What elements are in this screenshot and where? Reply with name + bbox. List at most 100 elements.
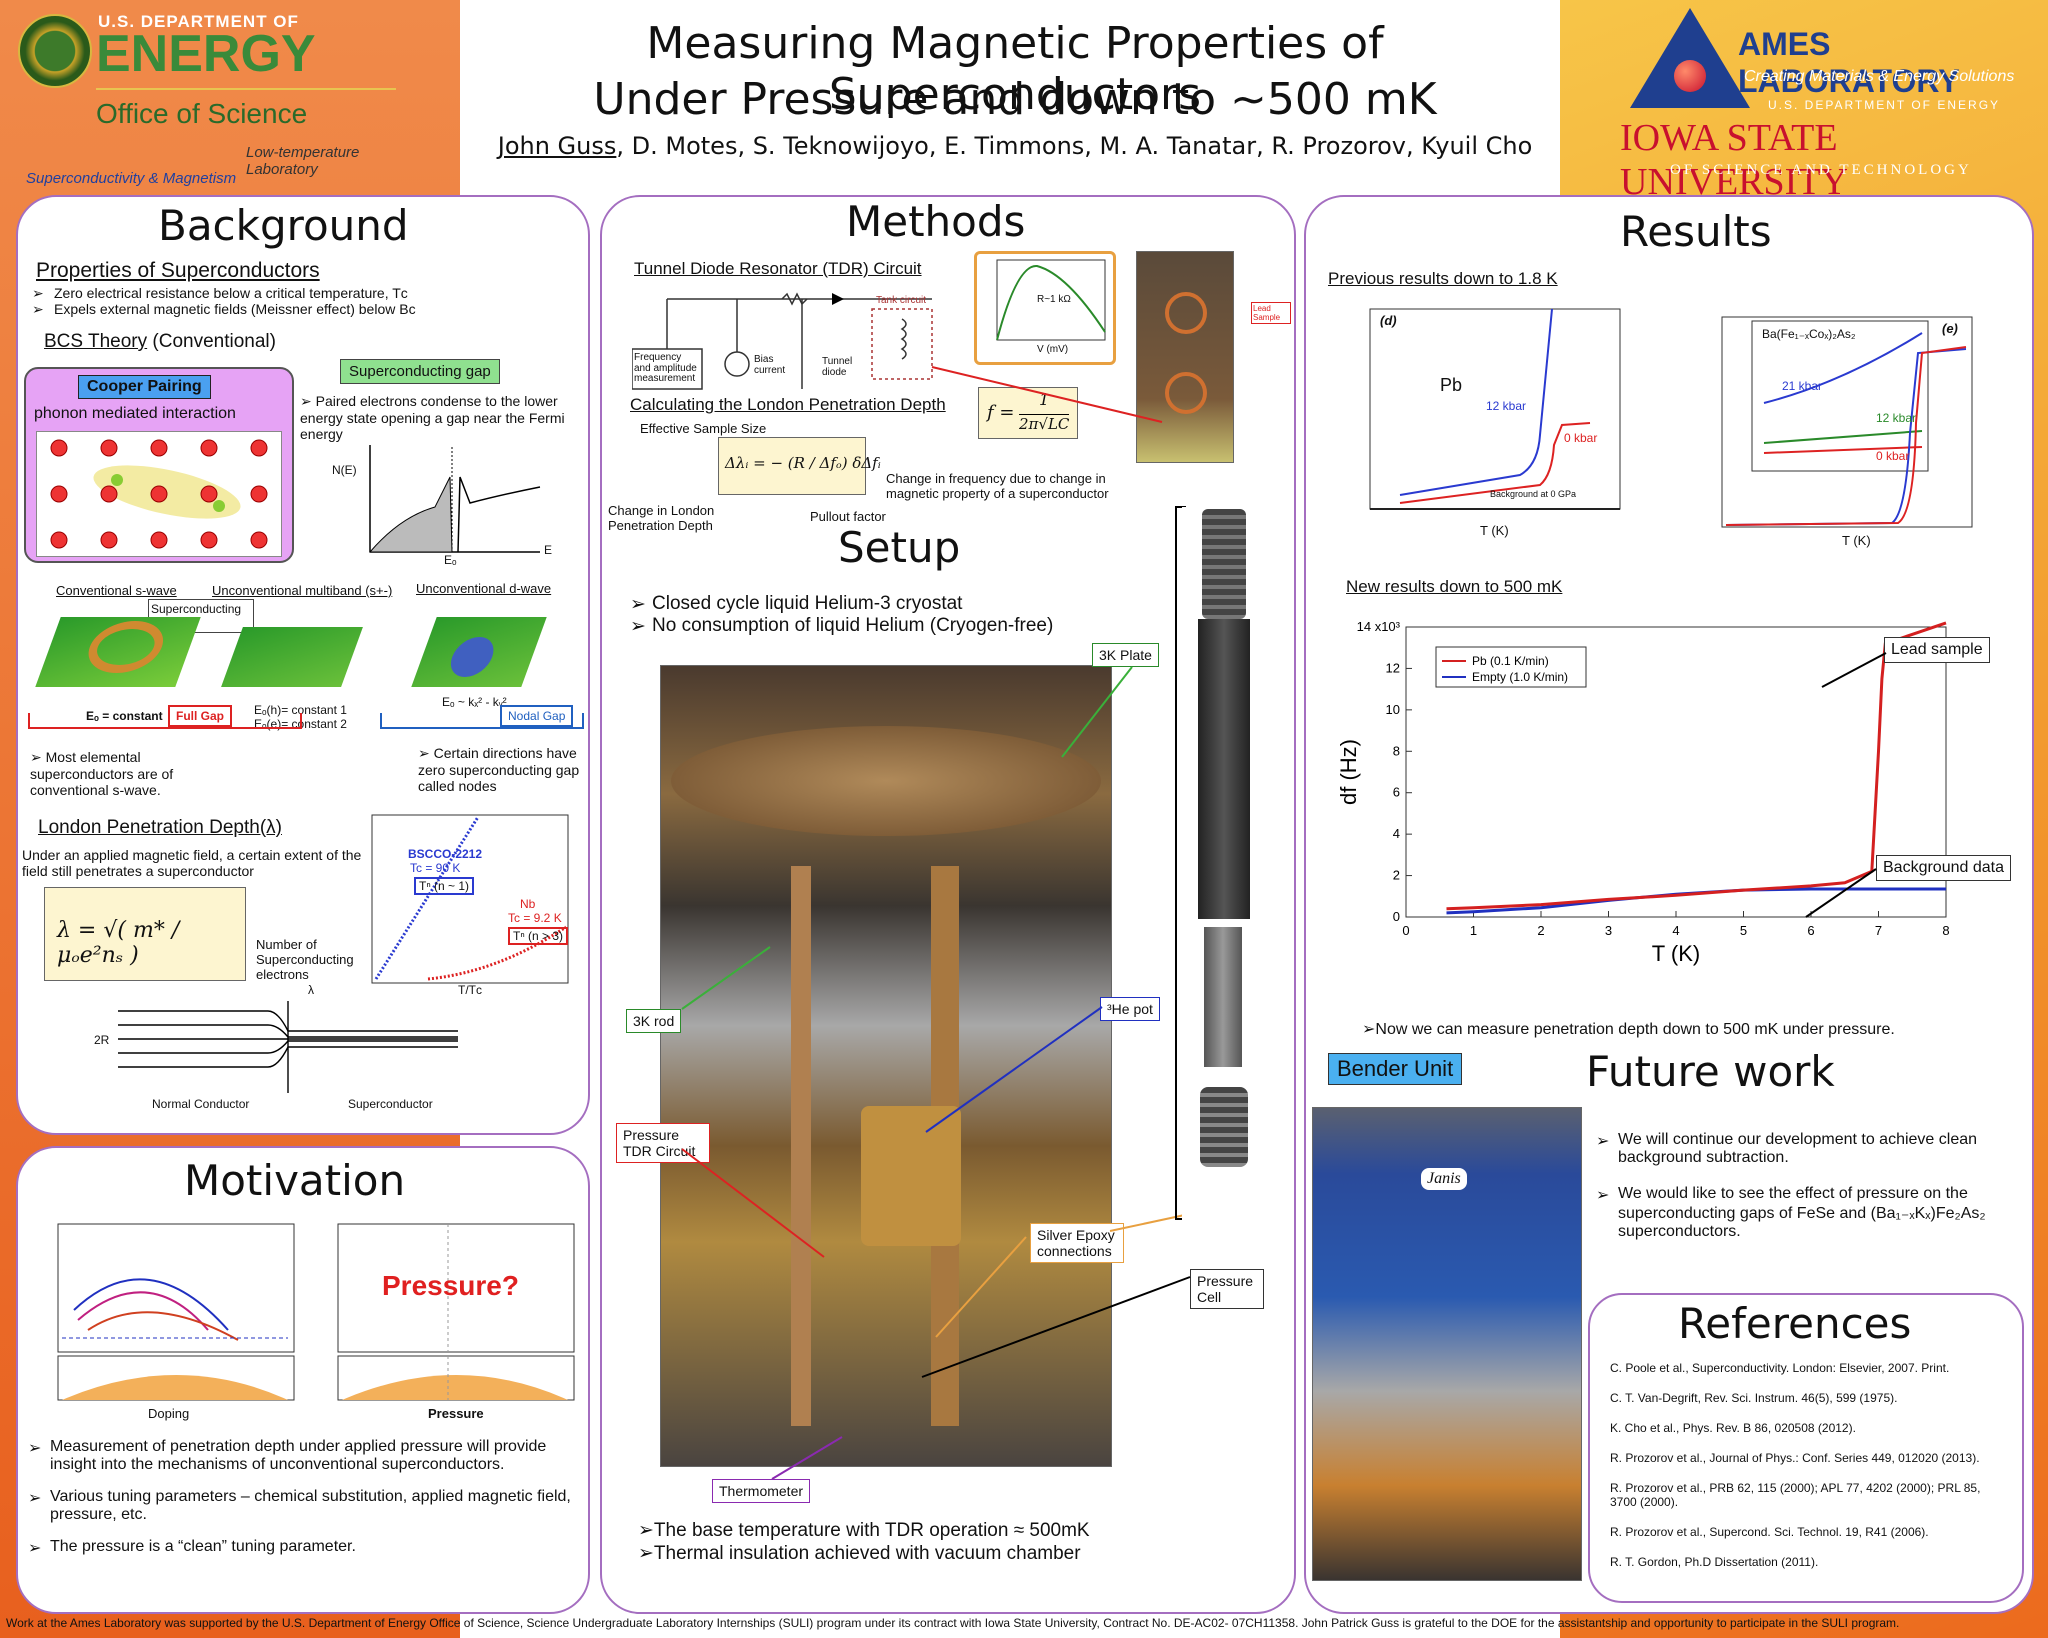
arrow-bullet-icon: ➢: [638, 1520, 654, 1541]
authors-rest: , D. Motes, S. Teknowijoyo, E. Timmons, …: [616, 132, 1533, 160]
pressure-plot: Pressure? Pressure: [318, 1220, 578, 1421]
lab-line1: Low-temperature Laboratory: [246, 144, 360, 178]
gap-ring-icon: [80, 621, 172, 673]
coil-icon: [1165, 372, 1207, 414]
num-sc-label: Number of Superconducting electrons: [256, 937, 354, 982]
phonon-label: phonon mediated interaction: [34, 405, 236, 422]
setup-footer-line: ➢Thermal insulation achieved with vacuum…: [638, 1542, 1258, 1565]
most-elemental-text: Most elemental superconductors are of co…: [30, 749, 174, 798]
nodal-gap-label: Nodal Gap: [500, 705, 574, 727]
props-item: Zero electrical resistance below a criti…: [32, 285, 572, 302]
motivation-bullets: Measurement of penetration depth under a…: [28, 1438, 578, 1558]
lead-sample-tag: Lead Sample: [1251, 302, 1291, 324]
dwave-label: Unconventional d-wave: [416, 581, 552, 596]
series-line: [1446, 621, 1947, 911]
reference-item: R. T. Gordon, Ph.D Dissertation (2011).: [1610, 1555, 1819, 1569]
change-freq-label: Change in frequency due to change in mag…: [886, 471, 1109, 501]
label-thermometer: Thermometer: [712, 1479, 811, 1503]
motivation-title: Motivation: [184, 1156, 406, 1205]
legend-box: [1435, 646, 1587, 688]
tunnel-label: Tunnel diode: [822, 356, 853, 378]
label-silver-epoxy: Silver Epoxy connections: [1030, 1223, 1124, 1263]
bender-unit-photo: Janis: [1312, 1107, 1582, 1581]
results-callout-arrows: [1805, 652, 1887, 918]
arrow-bullet-icon: ➢: [30, 749, 46, 765]
gap-text-body: Paired electrons condense to the lower e…: [300, 393, 565, 442]
nb-tc: Tc = 9.2 K: [508, 911, 562, 925]
iv-curve-plot: R~1 kΩ V (mV): [974, 251, 1116, 365]
y-tick-label: 4: [1393, 826, 1400, 841]
pb-plot: (d) Pb 12 kbar 0 kbar Background at 0 GP…: [1340, 305, 1630, 545]
doping-plot-svg: [57, 1223, 295, 1401]
doe-office: Office of Science: [96, 98, 308, 129]
setup-footer-text: The base temperature with TDR operation …: [653, 1520, 1090, 1541]
ames-isu-logo: AMES LABORATORY Creating Materials & Ene…: [1620, 6, 2040, 203]
lattice-diagram: [36, 431, 282, 557]
freq-formula-f: f =: [987, 402, 1015, 423]
lambda-formula-box: λ = √( m* / μₒe²nₛ ): [44, 887, 246, 981]
pb-0kbar: 0 kbar: [1564, 431, 1598, 445]
setup-footer-text: Thermal insulation achieved with vacuum …: [653, 1543, 1081, 1564]
x-tick-label: 0: [1402, 923, 1409, 938]
ba-panel-label: (e): [1942, 321, 1958, 336]
reference-item: R. Prozorov et al., Journal of Phys.: Co…: [1610, 1451, 1980, 1465]
dwave-gap-image: [411, 617, 547, 687]
doe-seal-icon: [18, 14, 92, 88]
tdr-circuit-svg: [631, 292, 933, 390]
lambda-formula: λ = √( m* / μₒe²nₛ ): [57, 918, 180, 968]
dos-svg: [368, 445, 541, 553]
setup-title: Setup: [838, 523, 961, 572]
y-tick-label: 2: [1393, 868, 1400, 883]
bender-unit-label: Bender Unit: [1328, 1053, 1463, 1085]
lambda-plot-svg: [371, 814, 569, 984]
bscco-tc: Tc = 90 K: [410, 861, 461, 875]
gap-label: Superconducting gap: [340, 359, 500, 384]
pressure-cell-photo: [1182, 507, 1268, 1237]
dwave-lobe-icon: [444, 637, 500, 677]
poster-title-line1: Measuring Magnetic Properties of Superco…: [646, 18, 1384, 120]
bscco-pow: Tⁿ (n ~ 1): [414, 877, 475, 895]
multiband-label: Unconventional multiband (s+-): [212, 583, 393, 598]
calc-formula-box: Δλᵢ = − (R / Δfₒ) δΔfᵢ: [718, 437, 881, 495]
iv-curve-svg: [996, 259, 1106, 341]
field-lines-diagram: Normal Conductor Superconductor 2R λ: [94, 983, 458, 1117]
tank-label: Tank circuit: [876, 295, 927, 306]
background-panel: Background Properties of Superconductors…: [16, 195, 590, 1135]
normal-conductor-label: Normal Conductor: [152, 1097, 250, 1111]
setup-bullet: Closed cycle liquid Helium-3 cryostat: [630, 593, 1150, 616]
certain-dirs: ➢ Certain directions have zero supercond…: [418, 745, 588, 794]
doe-logo: U.S. DEPARTMENT OF ENERGY Office of Scie…: [18, 8, 398, 188]
y-tick-label: 14 x10³: [1357, 619, 1401, 634]
future-bullet: We would like to see the effect of press…: [1596, 1185, 2016, 1241]
arrow-bullet-icon: ➢: [418, 745, 434, 761]
pb-12kbar: 12 kbar: [1486, 399, 1527, 413]
results-panel: Results Previous results down to 1.8 K (…: [1304, 195, 2034, 1614]
background-title: Background: [158, 201, 409, 250]
prev-heading: Previous results down to 1.8 K: [1328, 269, 1558, 288]
reference-item: C. T. Van-Degrift, Rev. Sci. Instrum. 46…: [1610, 1391, 1898, 1405]
bias-label: Bias current: [754, 354, 786, 376]
lead-sample-callout: Lead sample: [1884, 637, 1990, 663]
setup-callout-arrows: [681, 366, 1223, 1480]
y-tick-label: 6: [1393, 785, 1400, 800]
calc-formula: Δλᵢ = − (R / Δfₒ) δΔfᵢ: [725, 454, 881, 472]
ba-plot: (e) Ba(Fe₁₋ₓCoₓ)₂As₂ 21 kbar 12 kbar 0 k…: [1692, 313, 1982, 553]
coil-icon: [1165, 292, 1207, 334]
lattice-svg: [50, 439, 268, 549]
nb-label: Nb: [520, 897, 536, 911]
rod-icon: [791, 866, 811, 1426]
freq-box-label: Frequency and amplitude measurement: [634, 352, 697, 384]
pb-xlabel: T (K): [1480, 523, 1509, 538]
cell-body-icon: [1198, 619, 1250, 919]
ba-compound-label: Ba(Fe₁₋ₓCoₓ)₂As₂: [1762, 327, 1856, 341]
pullout-label: Pullout factor: [810, 509, 886, 524]
doe-divider: [96, 88, 396, 90]
freq-formula-num: 1: [1039, 390, 1050, 409]
swave-label: Conventional s-wave: [56, 583, 177, 598]
cell-thread-icon: [1202, 509, 1246, 619]
plate-disc-icon: [671, 726, 1101, 836]
new-heading: New results down to 500 mK: [1346, 577, 1563, 596]
tdr-heading: Tunnel Diode Resonator (TDR) Circuit: [634, 259, 922, 278]
props-list: Zero electrical resistance below a criti…: [32, 285, 572, 318]
references-title: References: [1678, 1299, 1912, 1348]
